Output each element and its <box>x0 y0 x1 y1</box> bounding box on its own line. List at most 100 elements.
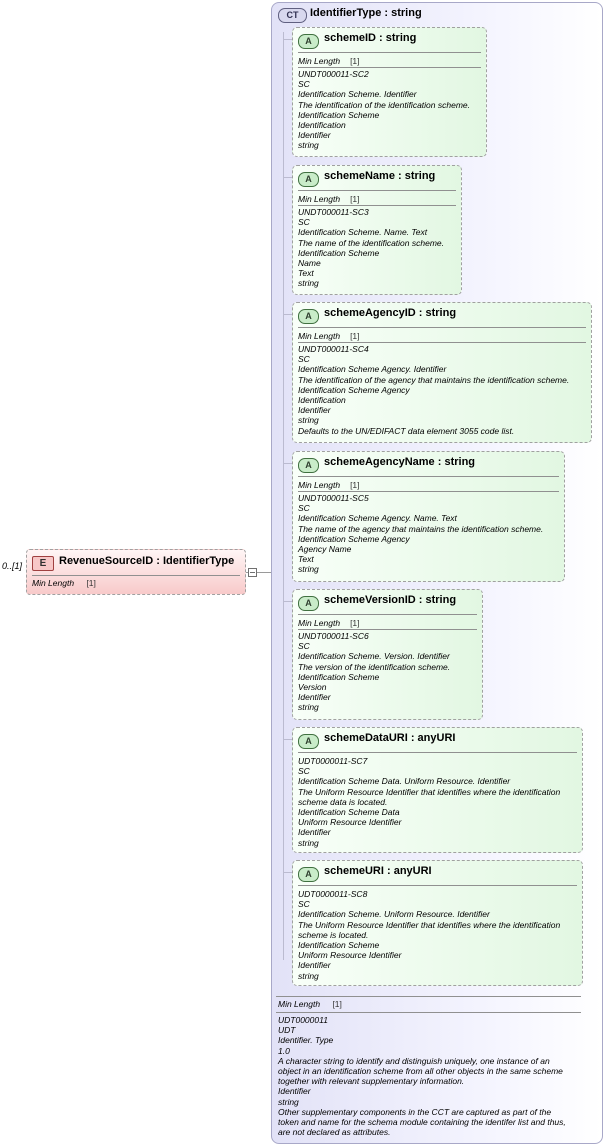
attribute-divider <box>298 327 586 328</box>
documentation-line: UNDT000011-SC6 <box>298 631 369 641</box>
documentation-line: UNDT000011-SC5 <box>298 493 369 503</box>
attribute-facet-value: [1] <box>350 194 360 204</box>
attribute-name: schemeName <box>324 170 395 182</box>
attribute-name: schemeVersionID <box>324 594 416 606</box>
documentation-line: The identification of the agency that ma… <box>298 374 570 385</box>
attribute-badge: A <box>298 172 319 187</box>
attribute-title: schemeName : string <box>324 170 435 182</box>
sequence-expand-icon[interactable] <box>248 568 257 577</box>
type-facet-value: [1] <box>332 999 342 1009</box>
documentation-line: The Uniform Resource Identifier that ide… <box>298 786 561 807</box>
attribute-facet: Min Length[1] <box>298 56 360 66</box>
documentation-line: Identifier. Type <box>278 1035 334 1046</box>
documentation-line: SC <box>298 899 310 910</box>
attribute-branch-line <box>283 39 293 40</box>
documentation-line: UDT0000011-SC7 <box>298 756 368 766</box>
element-box[interactable]: E RevenueSourceID : IdentifierType Min L… <box>26 549 246 595</box>
attribute-divider <box>298 629 477 630</box>
attribute-branch-line <box>283 739 293 740</box>
documentation-line: string <box>298 140 319 151</box>
element-facet: Min Length [1] <box>32 578 96 588</box>
documentation-line: Name <box>298 258 321 269</box>
attribute-title: schemeDataURI : anyURI <box>324 732 455 744</box>
attribute-branch-line <box>283 177 293 178</box>
attribute-divider <box>298 491 559 492</box>
complex-type-title: IdentifierType : string <box>310 7 422 19</box>
documentation-line: string <box>278 1096 299 1107</box>
attribute-facet-value: [1] <box>350 56 360 66</box>
attribute-divider <box>298 205 456 206</box>
documentation-line: Text <box>298 268 314 279</box>
attribute-type: string <box>425 594 457 606</box>
occurrence-label: 0..[1] <box>2 561 23 571</box>
documentation-line: The name of the identification scheme. <box>298 237 444 248</box>
attribute-divider <box>298 190 456 191</box>
documentation-line: SC <box>298 766 310 777</box>
documentation-line: string <box>298 278 319 289</box>
documentation-line: Identification Scheme <box>298 940 380 951</box>
attribute-separator: : <box>375 32 386 44</box>
attribute-name: schemeAgencyName <box>324 456 435 468</box>
attribute-facet-label: Min Length <box>298 331 341 341</box>
type-facet-label: Min Length <box>278 999 321 1009</box>
attribute-facet: Min Length [1] <box>298 331 360 341</box>
connector-line <box>246 572 249 573</box>
documentation-line: SC <box>298 79 310 90</box>
attribute-facet: Min Length[1] <box>298 618 360 628</box>
attribute-facet: Min Length [1] <box>298 480 360 490</box>
attribute-type: string <box>444 456 476 468</box>
documentation-line: Identification Scheme. Name. Text <box>298 227 428 238</box>
attribute-facet: Min Length[1] <box>298 194 360 204</box>
element-facet-label: Min Length <box>32 578 75 588</box>
attribute-facet-value: [1] <box>350 618 360 628</box>
documentation-line: UNDT000011-SC3 <box>298 207 369 217</box>
element-facet-value: [1] <box>86 578 96 588</box>
attribute-badge: A <box>298 34 319 49</box>
attribute-facet-label: Min Length <box>298 480 341 490</box>
complex-type-base: string <box>391 7 422 19</box>
documentation-line: Identification <box>298 395 346 406</box>
attribute-facet-value: [1] <box>350 480 360 490</box>
documentation-line: Identifier <box>298 827 331 838</box>
documentation-line: The name of the agency that maintains th… <box>298 523 544 534</box>
complex-type-separator: : <box>384 7 392 19</box>
attribute-type: string <box>404 170 436 182</box>
element-divider <box>32 575 240 576</box>
documentation-line: string <box>298 415 319 426</box>
documentation-line: Identification Scheme Agency <box>298 384 410 395</box>
complex-type-name: IdentifierType <box>310 7 382 19</box>
attribute-divider <box>298 885 577 886</box>
documentation-line: Identification Scheme. Uniform Resource.… <box>298 909 490 920</box>
attribute-type: string <box>425 307 457 319</box>
documentation-line: Text <box>298 554 314 565</box>
documentation-line: Identifier <box>278 1086 311 1097</box>
documentation-line: Identifier <box>298 692 331 703</box>
type-facet: Min Length [1] <box>278 999 342 1009</box>
documentation-line: string <box>298 970 319 981</box>
attribute-name: schemeAgencyID <box>324 307 416 319</box>
attribute-divider <box>298 67 481 68</box>
documentation-line: Identification Scheme <box>298 109 380 120</box>
attribute-badge: A <box>298 867 319 882</box>
documentation-line: Version <box>298 682 327 693</box>
attribute-facet-value: [1] <box>350 331 360 341</box>
documentation-line: Uniform Resource Identifier <box>298 817 402 828</box>
attribute-badge: A <box>298 309 319 324</box>
attribute-divider <box>298 52 481 53</box>
documentation-line: UDT0000011 <box>278 1015 328 1025</box>
documentation-line: Identifier <box>298 405 331 416</box>
type-divider <box>276 1012 581 1013</box>
